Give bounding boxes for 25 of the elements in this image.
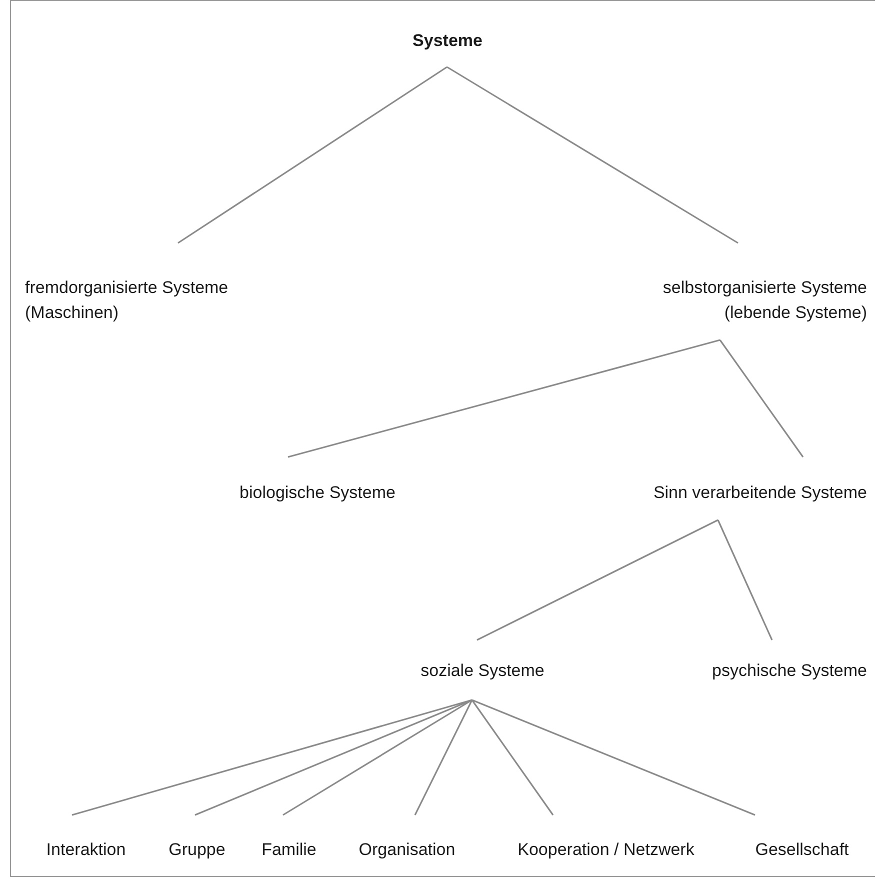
connector-line <box>288 339 720 458</box>
node-label: Gesellschaft <box>755 839 849 861</box>
node-label: Sinn verarbeitende Systeme <box>653 482 867 504</box>
connector-line <box>719 340 804 458</box>
node-label: selbstorganisierte Systeme (lebende Systeme) <box>662 277 867 324</box>
connector-line <box>446 66 738 244</box>
connector-line <box>178 66 448 244</box>
node-label: fremdorganisierte Systeme (Maschinen) <box>25 277 230 324</box>
connector-line <box>472 699 756 816</box>
node-label: Kooperation / Netzwerk <box>518 839 694 861</box>
connector-line <box>72 699 472 816</box>
node-label: soziale Systeme <box>420 660 544 682</box>
connector-line <box>476 519 718 641</box>
title-text: Systeme <box>412 30 482 52</box>
node-label: biologische Systeme <box>240 482 396 504</box>
connector-line <box>194 699 472 816</box>
connector-line <box>717 520 773 640</box>
node-label: Organisation <box>358 839 456 861</box>
node-label: Gruppe <box>168 839 226 861</box>
connector-line <box>471 700 554 816</box>
connector-line <box>414 700 473 816</box>
connector-line <box>282 699 472 816</box>
node-label: psychische Systeme <box>712 660 867 682</box>
node-label: Familie <box>262 839 316 861</box>
node-label: Interaktion <box>46 839 126 861</box>
